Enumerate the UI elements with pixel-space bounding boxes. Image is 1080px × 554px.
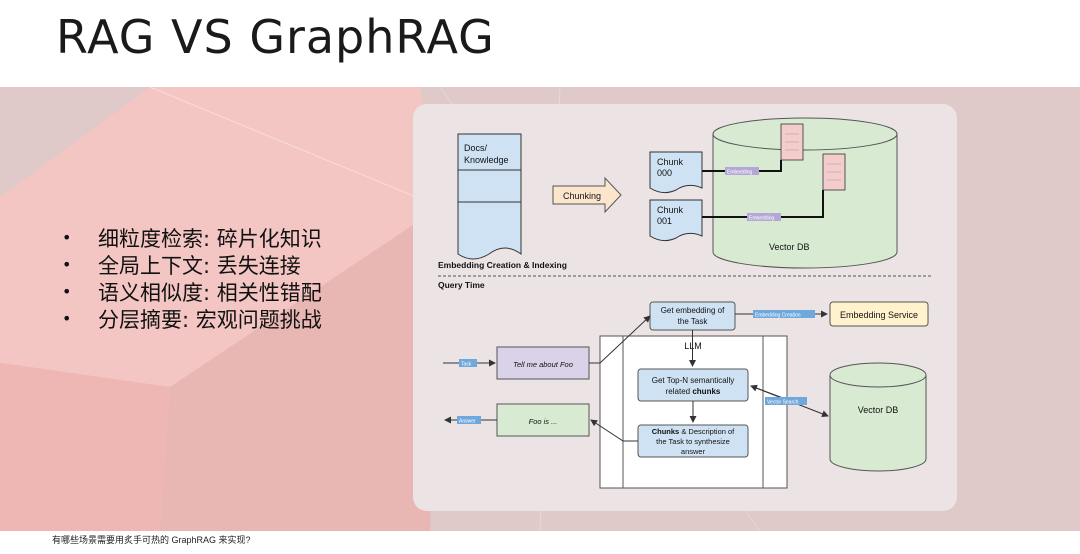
diagram-panel: Docs/ Knowledge Chunking Vector DB [413,104,957,511]
bullet-text: 分层摘要: 宏观问题挑战 [98,307,322,332]
embedding-tag [747,213,781,221]
docs-label-1: Docs/ [464,143,488,153]
chunking-arrow: Chunking [552,176,622,214]
section-query-label: Query Time [438,280,485,290]
bullet-text: 细粒度检索: 碎片化知识 [98,226,322,251]
slide-title: RAG VS GraphRAG [56,10,495,64]
embedding-tag-text: Embedding [749,216,775,222]
bullet-text: 语义相似度: 相关性错配 [98,280,322,305]
synthesize-node: Chunks & Description of the Task to synt… [637,424,749,458]
task-input-node: Tell me about Foo [496,346,590,380]
docs-label-2: Knowledge [464,155,509,165]
chunk-000-node: Chunk 000 [649,151,703,194]
chunk-001-node: Chunk 001 [649,199,703,242]
chunking-label: Chunking [563,191,601,201]
embedding-tag [725,167,759,175]
background-decoration [0,87,761,531]
vector-db-query-store: Vector DB [829,362,927,472]
section-indexing-label: Embedding Creation & Indexing [438,260,567,270]
task-tag [459,359,477,367]
task-input-label: Tell me about Foo [513,360,573,369]
docs-knowledge-node: Docs/ Knowledge [457,133,522,260]
vector-db-query-label: Vector DB [858,405,899,415]
vector-db-store: Vector DB [712,117,898,269]
chunk-000-label-1: Chunk [657,157,684,167]
document-scroll-icon [780,123,804,161]
bullet-list: •细粒度检索: 碎片化知识 •全局上下文: 丢失连接 •语义相似度: 相关性错配… [62,224,322,332]
embedding-service-node: Embedding Service [829,301,929,327]
synth-label-2: the Task to synthesize [656,437,730,446]
synth-label-3: answer [681,447,706,456]
answer-output-node: Foo is ... [496,403,590,437]
synth-label-1: Chunks & Description of [652,427,735,436]
vector-search-tag-text: Vector Search [767,400,799,406]
document-scroll-icon [822,153,846,191]
list-item: •全局上下文: 丢失连接 [62,251,322,278]
list-item: •语义相似度: 相关性错配 [62,278,322,305]
answer-tag [457,416,481,424]
bullet-text: 全局上下文: 丢失连接 [98,253,301,278]
embedding-service-label: Embedding Service [840,310,918,320]
embedding-creation-tag-text: Embedding Creation [755,313,801,319]
vector-db-label: Vector DB [769,242,810,252]
embedding-tag-text: Embedding [727,170,753,176]
embedding-creation-tag [753,310,815,318]
list-item: •细粒度检索: 碎片化知识 [62,224,322,251]
top-n-node: Get Top-N semantically related chunks [637,368,749,402]
get-embedding-label-1: Get embedding of [661,306,725,315]
get-embedding-label-2: the Task [678,317,709,326]
chunk-001-label-1: Chunk [657,205,684,215]
answer-output-label: Foo is ... [529,417,558,426]
task-tag-text: Task [461,362,472,368]
get-embedding-node: Get embedding of the Task [649,301,736,331]
list-item: •分层摘要: 宏观问题挑战 [62,305,322,332]
footer-caption: 有哪些场景需要用炙手可热的 GraphRAG 来实现? [52,535,251,545]
rag-flow-diagram: Docs/ Knowledge Chunking Vector DB [438,117,931,489]
chunk-000-label-2: 000 [657,168,672,178]
chunk-001-label-2: 001 [657,216,672,226]
top-n-label-2: related chunks [666,387,721,396]
vector-search-tag [765,397,807,405]
answer-tag-text: Answer [459,419,476,425]
top-n-label-1: Get Top-N semantically [652,376,735,385]
